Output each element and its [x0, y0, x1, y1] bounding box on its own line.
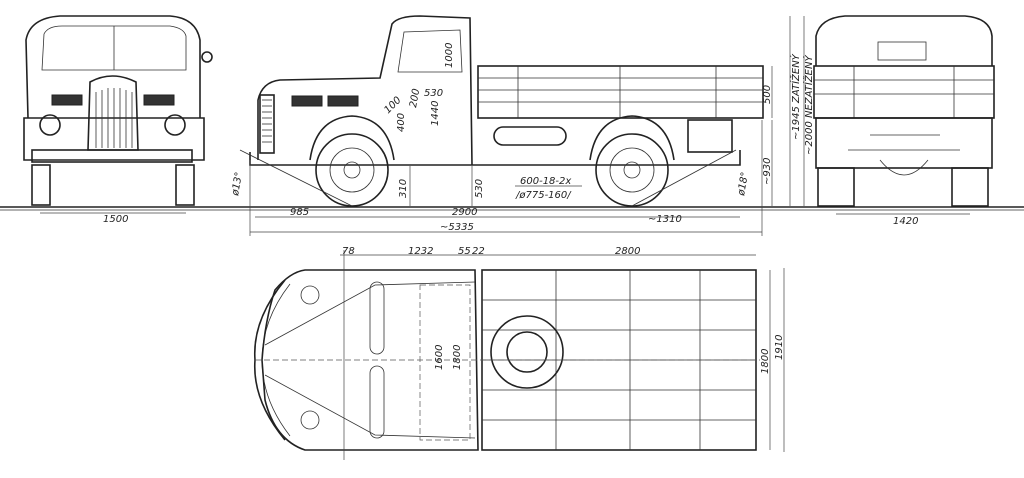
- front-overhang-dim: 985: [290, 207, 309, 218]
- height-loaded-dim: ~1945 ZATÍŽENÝ: [789, 53, 802, 140]
- cab-dim: 1440: [430, 101, 441, 126]
- dim-55: 55: [458, 246, 471, 257]
- frame-height-dim: 530: [474, 179, 485, 198]
- cab-inner-1600-dim: 1600: [434, 345, 445, 370]
- bed-inner-width-dim: 1800: [760, 349, 771, 374]
- front-view: 1500: [23, 15, 213, 225]
- bed-outer-width-dim: 1910: [774, 335, 785, 360]
- wheelbase-dim: 2900: [452, 207, 477, 218]
- platform-height-dim: ~930: [762, 158, 773, 185]
- front-track-dim: 1500: [103, 214, 128, 225]
- cab-inner-1800-dim: 1800: [452, 345, 463, 370]
- dim-1232: 1232: [408, 246, 433, 257]
- cab-dim: 200: [408, 88, 422, 109]
- cab-dim: 530: [424, 88, 443, 99]
- departure-angle-label: ø18°: [736, 171, 751, 197]
- overall-length-dim: ~5335: [440, 222, 474, 233]
- dim-78: 78: [342, 246, 355, 257]
- rear-view: 1420: [813, 15, 995, 227]
- rear-track-dim: 1420: [893, 216, 918, 227]
- top-view: 78 1232 55 22 2800 1600 1800 1800 1910: [253, 246, 785, 460]
- tyre-size-label: 600-18-2x: [520, 176, 571, 187]
- side-view: 985 2900 ~1310 ~5335 310 530 ~930 500 ~1…: [230, 15, 815, 236]
- bed-length-dim: 2800: [615, 246, 640, 257]
- side-height-dim: 500: [762, 85, 773, 104]
- height-unloaded-dim: ~2000 NEZATÍŽENÝ: [802, 55, 815, 155]
- rear-overhang-dim: ~1310: [648, 214, 682, 225]
- cab-dim: 1000: [444, 43, 455, 68]
- approach-angle-label: ø13°: [230, 171, 245, 197]
- cab-dim: 400: [396, 113, 407, 132]
- ground-clearance-dim: 310: [398, 179, 409, 198]
- tyre-diameter-label: /ø775-160/: [515, 190, 572, 201]
- dim-22: 22: [472, 246, 485, 257]
